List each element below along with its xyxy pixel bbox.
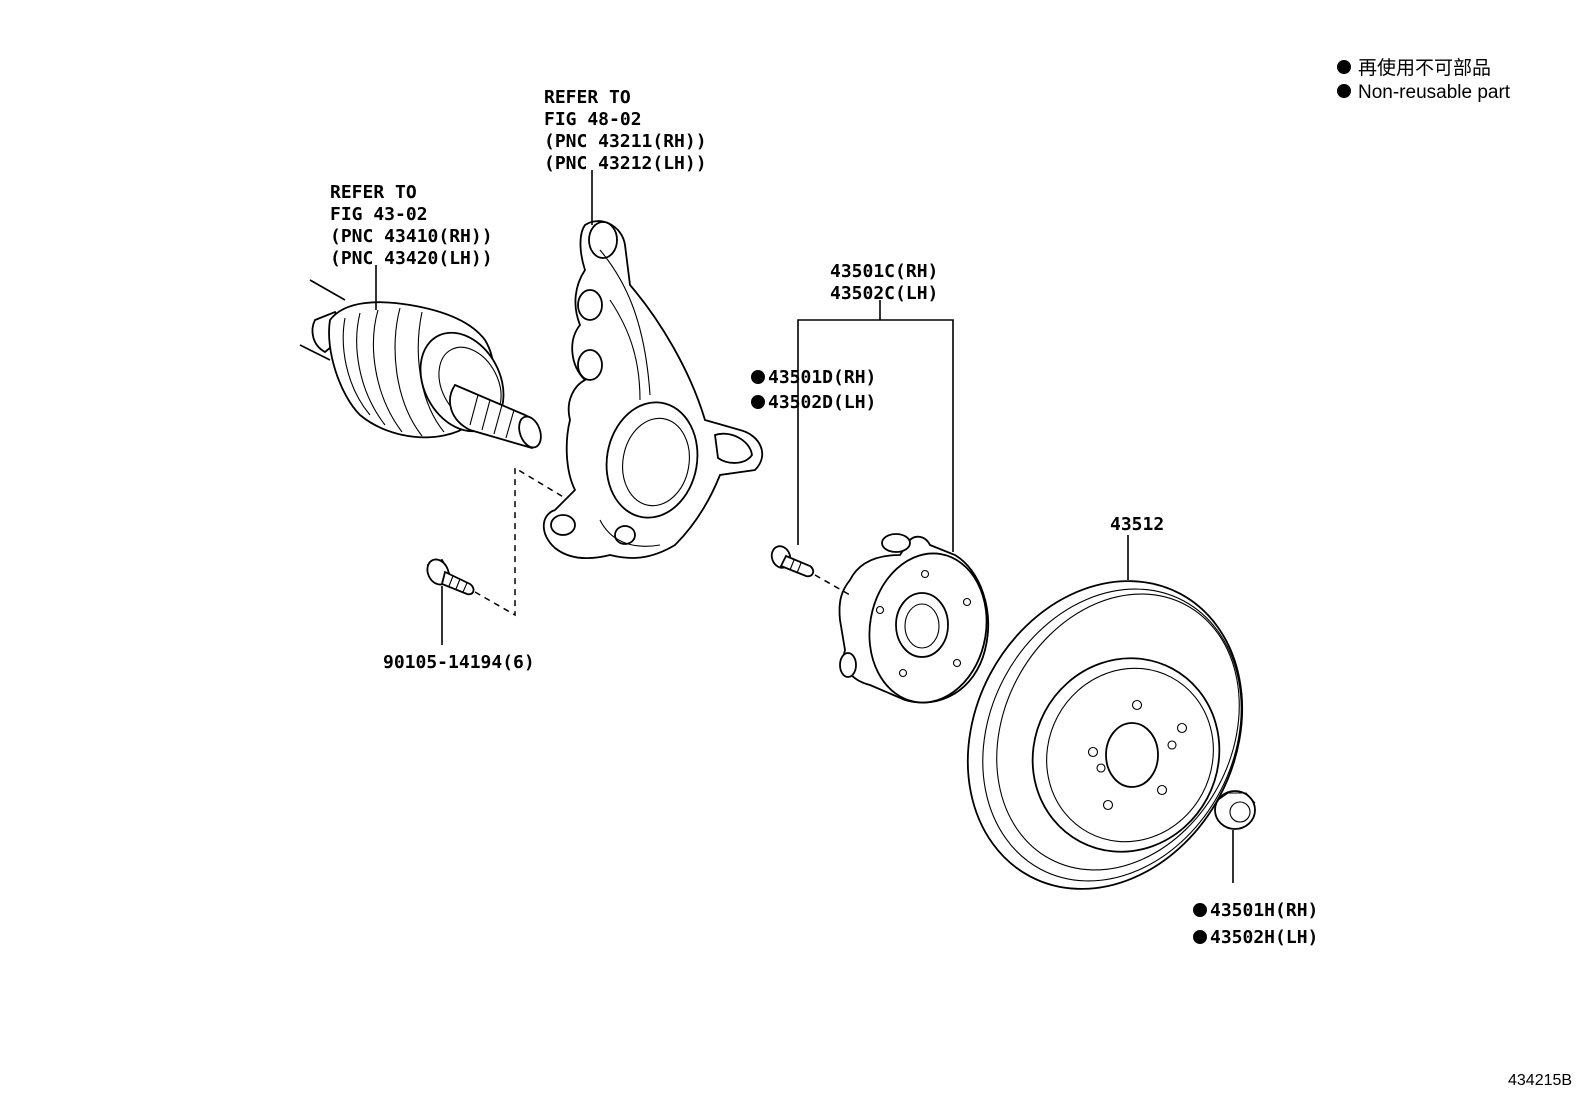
non-reusable-marker-icon (1337, 84, 1351, 98)
hub-bolt-part-number: 43501D(RH) (768, 367, 876, 388)
non-reusable-marker-icon (751, 395, 765, 409)
label-driveshaft-refer: REFER TO FIG 43-02 (PNC 43410(RH)) (PNC … (330, 182, 493, 269)
legend: 再使用不可部品 Non-reusable part (1337, 57, 1511, 103)
driveshaft-refer-line: (PNC 43420(LH)) (330, 248, 493, 269)
hub-nut-part-number: 43501H(RH) (1210, 900, 1318, 921)
driveshaft-refer-line: REFER TO (330, 182, 417, 203)
rotor-part-number: 43512 (1110, 514, 1164, 535)
non-reusable-marker-icon (1337, 60, 1351, 74)
hub-bearing-illustration (838, 533, 989, 704)
label-hub-bearing: 43501C(RH) 43502C(LH) (830, 261, 938, 304)
non-reusable-marker-icon (1193, 903, 1207, 917)
hub-bolt-illustration (770, 545, 815, 578)
legend-japanese: 再使用不可部品 (1358, 57, 1491, 79)
knuckle-refer-line: REFER TO (544, 87, 631, 108)
legend-english: Non-reusable part (1358, 82, 1511, 103)
knuckle-refer-line: (PNC 43211(RH)) (544, 131, 707, 152)
knuckle-bolt-part-number: 90105-14194(6) (383, 652, 535, 673)
non-reusable-marker-icon (751, 370, 765, 384)
knuckle-bolt-illustration (426, 558, 475, 596)
hub-bolt-part-number: 43502D(LH) (768, 392, 876, 413)
leader-lines (375, 170, 1234, 883)
brake-rotor-illustration (966, 580, 1244, 890)
label-knuckle-refer: REFER TO FIG 48-02 (PNC 43211(RH)) (PNC … (544, 87, 707, 174)
driveshaft-refer-line: (PNC 43410(RH)) (330, 226, 493, 247)
driveshaft-illustration (299, 279, 542, 449)
hub-bolt-dashed-guide (814, 574, 851, 596)
label-hub-bolt: 43501D(RH) 43502D(LH) (751, 367, 876, 413)
knuckle-bolt-dashed-guide (474, 466, 566, 617)
label-hub-nut: 43501H(RH) 43502H(LH) (1193, 900, 1318, 948)
non-reusable-marker-icon (1193, 930, 1207, 944)
steering-knuckle-illustration (542, 220, 764, 560)
hub-nut-part-number: 43502H(LH) (1210, 927, 1318, 948)
driveshaft-refer-line: FIG 43-02 (330, 204, 428, 225)
knuckle-refer-line: FIG 48-02 (544, 109, 642, 130)
hub-part-number: 43501C(RH) (830, 261, 938, 282)
hub-nut-illustration (1214, 790, 1256, 830)
knuckle-refer-line: (PNC 43212(LH)) (544, 153, 707, 174)
hub-part-number: 43502C(LH) (830, 283, 938, 304)
diagram-reference-number: 434215B (1508, 1072, 1572, 1089)
